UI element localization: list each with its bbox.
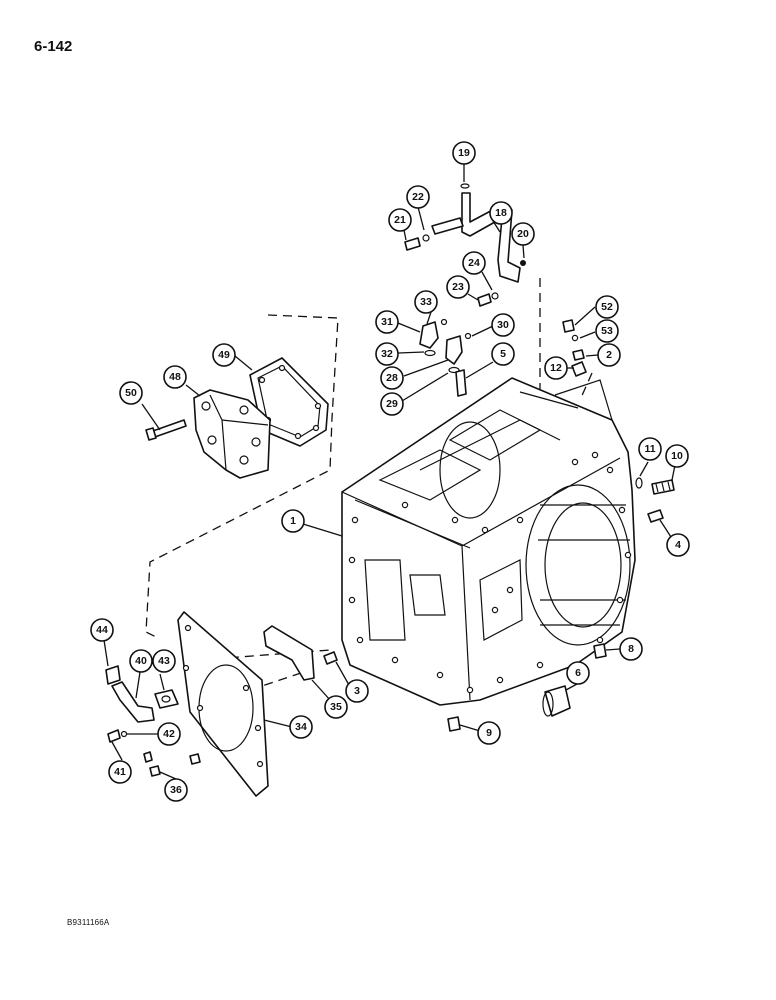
callout-12: 12 [544, 356, 568, 380]
svg-text:12: 12 [550, 362, 562, 374]
figure-code: B9311166A [67, 918, 110, 927]
callout-21: 21 [388, 208, 412, 232]
svg-text:20: 20 [517, 228, 529, 240]
callout-33: 33 [414, 290, 438, 314]
dowel-3 [323, 651, 338, 665]
svg-text:8: 8 [628, 643, 634, 655]
callout-53: 53 [595, 319, 619, 343]
callout-48: 48 [163, 365, 187, 389]
svg-text:2: 2 [606, 349, 612, 361]
cover-housing-48 [193, 389, 271, 479]
svg-text:22: 22 [412, 191, 424, 203]
transmission-housing [341, 377, 636, 706]
gasket-35 [263, 625, 315, 681]
svg-text:5: 5 [500, 348, 506, 360]
svg-text:34: 34 [295, 721, 307, 733]
bolts-36-41-42 [107, 729, 201, 777]
svg-text:10: 10 [671, 450, 683, 462]
leader-lines [103, 164, 676, 780]
svg-text:24: 24 [468, 257, 480, 269]
callout-34: 34 [289, 715, 313, 739]
svg-text:21: 21 [394, 214, 406, 226]
callout-5: 5 [491, 342, 515, 366]
callout-41: 41 [108, 760, 132, 784]
callout-35: 35 [324, 695, 348, 719]
fitting-assembly [419, 318, 472, 374]
svg-text:19: 19 [458, 147, 470, 159]
svg-text:53: 53 [601, 325, 613, 337]
page-number: 6-142 [34, 38, 73, 55]
svg-text:33: 33 [420, 296, 432, 308]
callout-43: 43 [152, 649, 176, 673]
svg-text:43: 43 [158, 655, 170, 667]
svg-text:30: 30 [497, 319, 509, 331]
callout-bubbles: 19 22 18 21 20 24 23 52 33 31 30 53 32 5… [90, 141, 690, 802]
svg-text:18: 18 [495, 207, 507, 219]
svg-text:11: 11 [644, 443, 655, 455]
sensor-and-oring [635, 477, 675, 495]
callout-20: 20 [511, 222, 535, 246]
svg-text:4: 4 [675, 539, 681, 551]
svg-text:32: 32 [381, 348, 393, 360]
svg-text:29: 29 [386, 398, 398, 410]
callout-52: 52 [595, 295, 619, 319]
callout-18: 18 [489, 201, 513, 225]
callout-23: 23 [446, 275, 470, 299]
callout-30: 30 [491, 313, 515, 337]
callout-49: 49 [212, 343, 236, 367]
svg-text:41: 41 [114, 766, 126, 778]
bushing-6 [542, 685, 571, 717]
callout-44: 44 [90, 618, 114, 642]
svg-text:35: 35 [330, 701, 342, 713]
svg-text:40: 40 [135, 655, 147, 667]
svg-text:31: 31 [381, 316, 393, 328]
elbow-assembly [105, 665, 179, 723]
callout-6: 6 [566, 661, 590, 685]
svg-text:23: 23 [452, 281, 464, 293]
callout-11: 11 [638, 437, 662, 461]
svg-text:52: 52 [601, 301, 613, 313]
bolt-50 [145, 419, 187, 441]
callout-9: 9 [477, 721, 501, 745]
svg-text:9: 9 [486, 727, 492, 739]
callout-4: 4 [666, 533, 690, 557]
callout-3: 3 [345, 679, 369, 703]
callout-40: 40 [129, 649, 153, 673]
callout-50: 50 [119, 381, 143, 405]
svg-text:3: 3 [354, 685, 360, 697]
callout-8: 8 [619, 637, 643, 661]
callout-1: 1 [281, 509, 305, 533]
svg-text:48: 48 [169, 371, 181, 383]
callout-29: 29 [380, 392, 404, 416]
callout-31: 31 [375, 310, 399, 334]
plugs-8-9 [447, 643, 607, 732]
callout-36: 36 [164, 778, 188, 802]
callout-42: 42 [157, 722, 181, 746]
callout-22: 22 [406, 185, 430, 209]
bolt-dowel-nut-group [562, 319, 587, 377]
svg-text:44: 44 [96, 624, 108, 636]
svg-text:49: 49 [218, 349, 230, 361]
svg-text:50: 50 [125, 387, 137, 399]
dowel-4 [647, 509, 664, 523]
pin-5 [455, 369, 467, 397]
callout-2: 2 [597, 343, 621, 367]
svg-text:42: 42 [163, 728, 175, 740]
callout-19: 19 [452, 141, 476, 165]
callout-32: 32 [375, 342, 399, 366]
adapter-plate-34 [177, 611, 269, 797]
svg-text:1: 1 [290, 515, 296, 527]
svg-text:28: 28 [386, 372, 398, 384]
svg-text:36: 36 [170, 784, 182, 796]
callout-24: 24 [462, 251, 486, 275]
callout-28: 28 [380, 366, 404, 390]
svg-text:6: 6 [575, 667, 581, 679]
callout-10: 10 [665, 444, 689, 468]
